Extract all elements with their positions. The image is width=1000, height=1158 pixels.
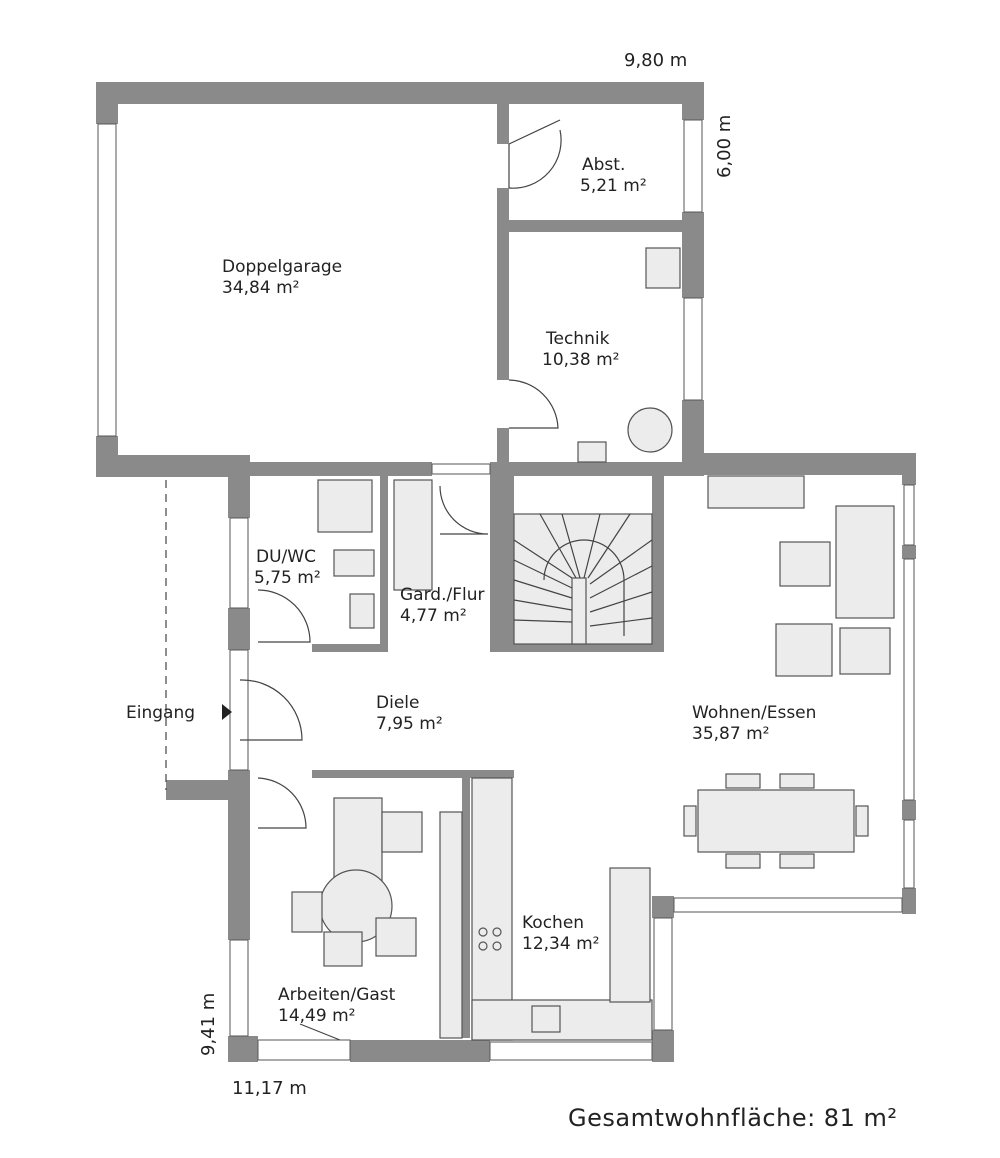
garage-area: 34,84 m² bbox=[222, 278, 299, 298]
living-area: 35,87 m² bbox=[692, 724, 769, 744]
dimension-top-width: 9,80 m bbox=[624, 50, 687, 71]
office-name: Arbeiten/Gast bbox=[278, 985, 396, 1005]
garage-name: Doppelgarage bbox=[222, 257, 342, 277]
entrance-label: Eingang bbox=[126, 703, 195, 723]
storage-name: Abst. bbox=[582, 155, 625, 175]
dimension-bottom-width: 11,17 m bbox=[232, 1078, 307, 1099]
bath-name: DU/WC bbox=[256, 547, 316, 567]
wardrobe-area: 4,77 m² bbox=[400, 606, 467, 626]
staircase bbox=[513, 513, 653, 645]
hall-name: Diele bbox=[376, 693, 419, 713]
kitchen-name: Kochen bbox=[522, 913, 584, 933]
technik-area: 10,38 m² bbox=[542, 350, 619, 370]
office-area: 14,49 m² bbox=[278, 1006, 355, 1026]
living-name: Wohnen/Essen bbox=[692, 703, 816, 723]
total-living-area: Gesamtwohnfläche: 81 m² bbox=[568, 1104, 897, 1132]
walls bbox=[96, 82, 916, 1062]
wardrobe-name: Gard./Flur bbox=[400, 585, 484, 605]
furniture bbox=[291, 247, 895, 1041]
kitchen-area: 12,34 m² bbox=[522, 934, 599, 954]
technik-name: Technik bbox=[545, 329, 610, 349]
storage-area: 5,21 m² bbox=[580, 176, 647, 196]
entrance-arrow-icon bbox=[222, 704, 232, 720]
hall-area: 7,95 m² bbox=[376, 714, 443, 734]
dimension-left-depth: 9,41 m bbox=[198, 993, 219, 1056]
doors bbox=[239, 119, 562, 1041]
bath-area: 5,75 m² bbox=[254, 568, 321, 588]
dimension-right-depth: 6,00 m bbox=[714, 115, 735, 178]
